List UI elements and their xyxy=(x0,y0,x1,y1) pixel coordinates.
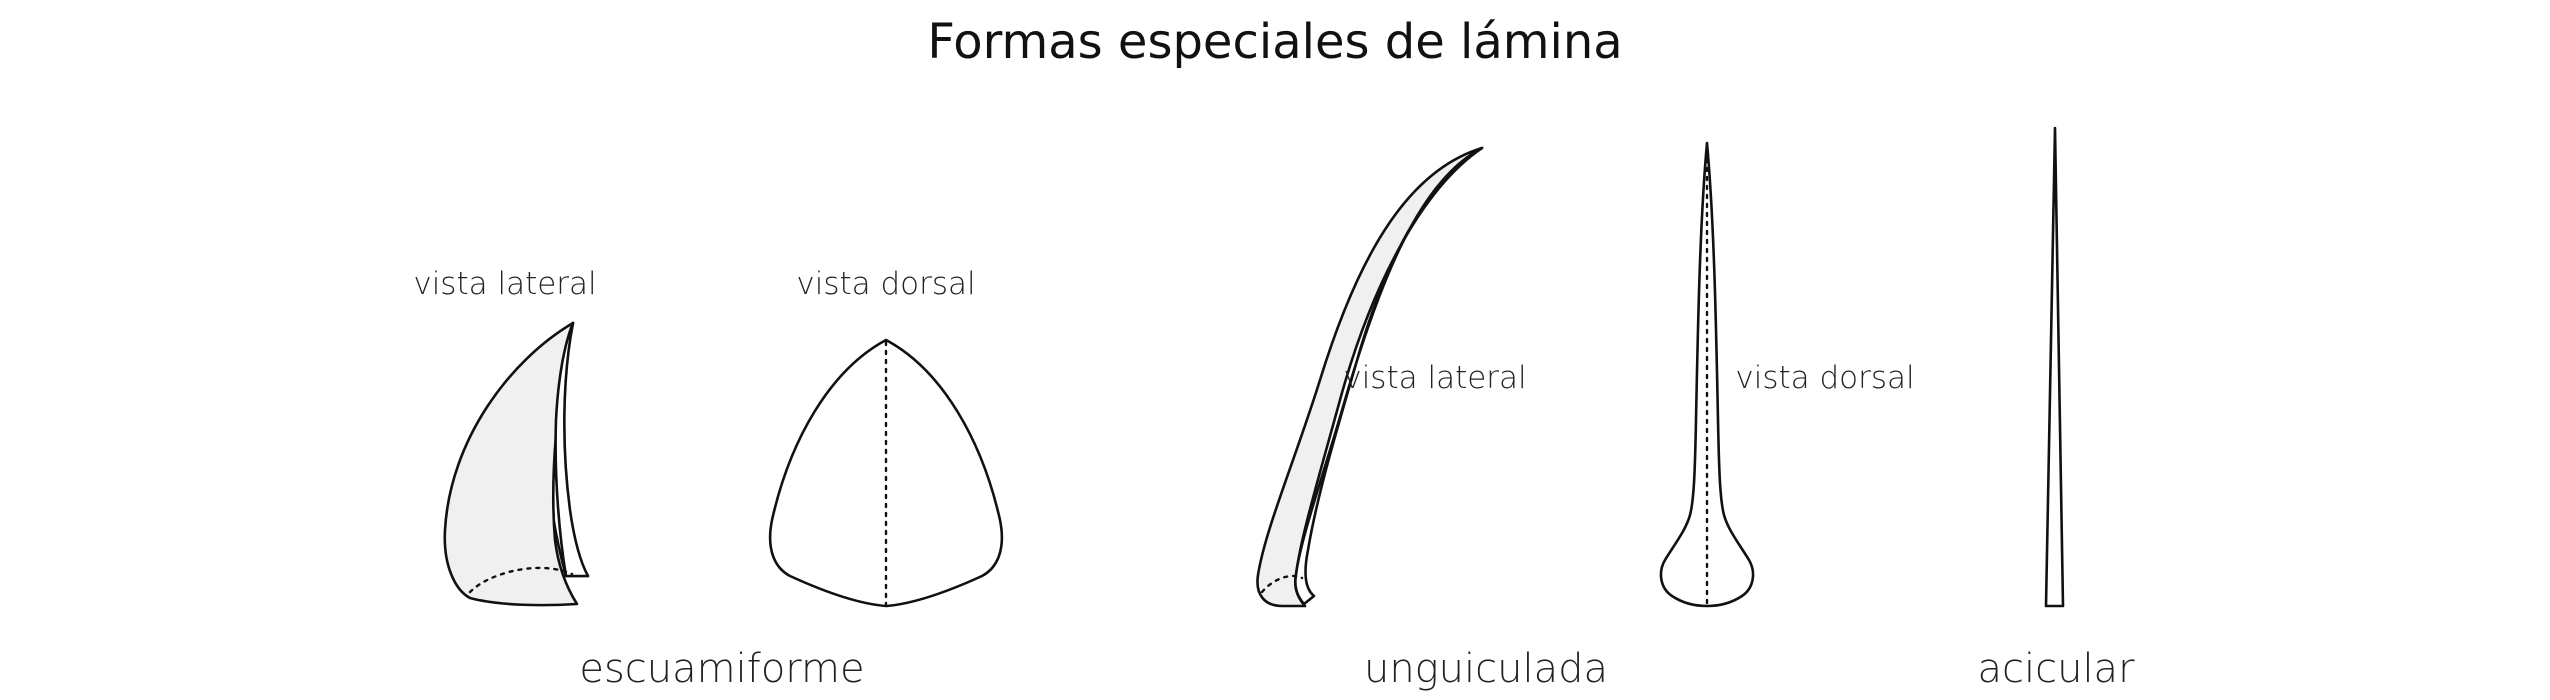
acicular-view-shape xyxy=(2044,126,2065,608)
acicular-label: acicular xyxy=(1977,646,2135,692)
unguiculada-lateral-view-label: vista lateral xyxy=(1343,360,1526,396)
escuamiforme-group: vista lateral vista dorsal escuamiforme xyxy=(413,266,1004,692)
escuamiforme-dorsal-view-shape xyxy=(768,338,1004,608)
diagram-title: Formas especiales de lámina xyxy=(927,14,1622,70)
unguiculada-label: unguiculada xyxy=(1364,646,1608,692)
escuamiforme-dorsal-view-label: vista dorsal xyxy=(796,266,975,302)
unguiculada-dorsal-view-shape xyxy=(1659,141,1755,608)
unguiculada-group: vista lateral vista dorsal unguiculada xyxy=(1256,141,1915,692)
acicular-group: acicular xyxy=(1977,126,2135,692)
escuamiforme-lateral-view-label: vista lateral xyxy=(413,266,596,302)
unguiculada-lateral-view-shape xyxy=(1256,146,1484,608)
escuamiforme-lateral-view-shape xyxy=(443,321,590,607)
escuamiforme-label: escuamiforme xyxy=(579,646,864,692)
unguiculada-dorsal-view-label: vista dorsal xyxy=(1735,360,1914,396)
